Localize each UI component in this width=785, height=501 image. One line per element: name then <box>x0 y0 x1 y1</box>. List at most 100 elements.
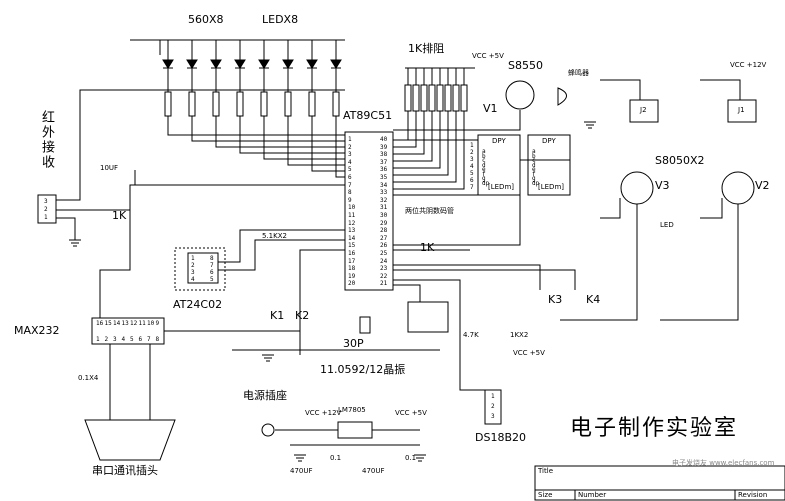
relay-j2 <box>629 99 659 123</box>
eeprom-pin-number: 1 <box>191 255 195 262</box>
seg-letter: d <box>482 161 486 169</box>
mcu-pin-number: 7 <box>348 181 352 189</box>
mcu-pin-number: 12 <box>348 219 356 227</box>
cap-470-a-label: 470UF <box>290 467 313 475</box>
led-diode <box>330 59 342 69</box>
led-resistor <box>260 91 268 117</box>
max232-pin-number: 4 <box>121 336 126 343</box>
regulator-label: LM7805 <box>338 406 366 414</box>
leds-label: LEDX8 <box>262 13 299 26</box>
seg-letter: dp <box>532 179 540 187</box>
transistor-v1 <box>505 80 535 110</box>
seg-ledm-2: [LEDm] <box>538 183 564 191</box>
buzzer-tr-label: S8550 <box>508 59 543 72</box>
eeprom-pin-number: 7 <box>210 262 214 269</box>
eeprom-pin-number: 4 <box>191 276 195 283</box>
seg-letter: e <box>482 166 486 173</box>
transistor-v3 <box>620 171 654 205</box>
seg-pin-number: 3 <box>470 156 474 163</box>
led-resistor <box>164 91 172 117</box>
v3-label: V3 <box>655 179 670 192</box>
eeprom-pin-number: 2 <box>191 262 195 269</box>
seg-letter: dp <box>482 179 490 187</box>
max232-pin-number: 2 <box>104 336 109 343</box>
led-diode <box>186 59 198 69</box>
display-digit-2 <box>527 134 571 196</box>
array-resistor <box>444 84 452 112</box>
eeprom-pin-number: 8 <box>210 255 214 262</box>
k3-label: K3 <box>548 293 563 306</box>
pullup-label: 5.1KX2 <box>262 232 287 240</box>
seg-dpy-2: DPY <box>542 137 556 145</box>
array-resistor <box>404 84 412 112</box>
led-diode <box>282 59 294 69</box>
res-1kx2-label: 1KX2 <box>510 331 529 339</box>
mcu-pin-number: 32 <box>380 196 388 204</box>
eeprom-body <box>187 252 219 284</box>
led-array <box>162 40 345 178</box>
mcu-pin-number: 8 <box>348 189 352 197</box>
k2-label: K2 <box>295 309 310 322</box>
mcu-pin-number: 17 <box>348 257 356 265</box>
v2-label: V2 <box>755 179 770 192</box>
mcu-pin-number: 29 <box>380 219 388 227</box>
seg-letter: d <box>532 161 536 169</box>
sensor-pin-number: 2 <box>491 403 495 410</box>
max232-pin-number: 5 <box>130 336 134 343</box>
crystal-body <box>359 316 371 334</box>
mcu-pin-number: 13 <box>348 227 356 235</box>
regulator-body <box>337 421 373 439</box>
max232-pin-number: 14 <box>113 320 121 327</box>
led-resistor <box>236 91 244 117</box>
led-resistor <box>212 91 220 117</box>
crystal-label: 11.0592/12晶振 <box>320 363 406 376</box>
mcu-pin-number: 6 <box>348 174 352 181</box>
max232-pin-number: 12 <box>130 320 138 327</box>
res-1k-label: 1K <box>112 209 127 222</box>
eeprom-label: AT24C02 <box>173 298 223 311</box>
max232-pin-number: 3 <box>113 336 117 343</box>
seg-letter: f <box>482 170 486 178</box>
vcc5-b-label: VCC +5V <box>513 349 545 357</box>
db9-connector <box>84 419 176 461</box>
seg-letter: e <box>532 166 536 173</box>
mcu-pin-number: 19 <box>348 272 356 280</box>
serial-plug-label: 串口通讯插头 <box>92 464 158 477</box>
resistor-array <box>393 67 475 190</box>
res-47k-label: 4.7K <box>463 331 479 339</box>
mcu-pin-number: 35 <box>380 174 388 181</box>
vcc5-a-label: VCC +5V <box>472 52 504 60</box>
array-resistor <box>420 84 428 112</box>
relay-j2-label: J2 <box>640 106 647 114</box>
max232-pin-number: 10 <box>147 320 155 327</box>
ground-symbol <box>69 239 81 247</box>
ground-symbol <box>584 121 596 129</box>
sensor-pin-number: 3 <box>491 413 495 420</box>
seg-pin-number: 1 <box>470 142 474 149</box>
eeprom-pin-number: 3 <box>191 269 195 276</box>
seg-letter: f <box>532 170 536 178</box>
seg-letter: a <box>532 148 536 155</box>
max232-pin-number: 13 <box>121 320 129 327</box>
mcu-pin-number: 21 <box>380 280 388 288</box>
max232-pin-number: 9 <box>155 320 160 327</box>
max232-pin-number: 16 <box>96 320 104 327</box>
max232-pin-number: 6 <box>138 336 143 343</box>
mcu-pin-number: 11 <box>348 212 356 219</box>
led-resistor <box>188 91 196 117</box>
vcc12-b-label: VCC +12V <box>730 61 767 69</box>
eeprom-pin-number: 6 <box>210 269 214 276</box>
mcu-pin-number: 40 <box>380 136 388 143</box>
relay-j1-label: J1 <box>738 106 745 114</box>
led-resistor-label: 560X8 <box>188 13 224 26</box>
ground-symbols <box>69 121 596 462</box>
ir-receiver-label: 红外接收 <box>39 110 54 170</box>
cap-10uf-label: 10UF <box>100 164 119 172</box>
array-resistor <box>452 84 460 112</box>
transistor-v2 <box>721 171 755 205</box>
seg-pin-number: 7 <box>470 184 474 191</box>
cap-470-b-label: 470UF <box>362 467 385 475</box>
mcu-pin-number: 2 <box>348 143 352 151</box>
power-socket-label: 电源插座 <box>243 389 287 402</box>
max232-pin-number: 1 <box>96 336 100 343</box>
